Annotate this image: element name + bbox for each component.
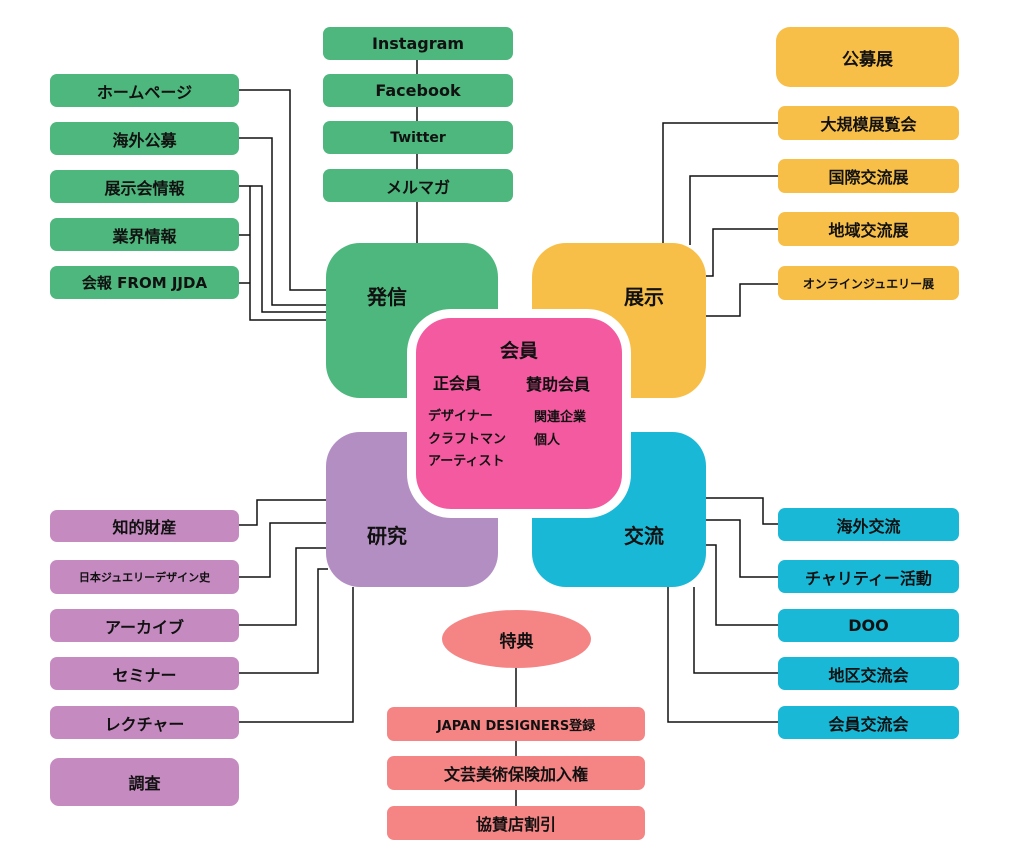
exchange-item-overseas: 海外交流 (778, 508, 959, 541)
benefits-item-discount: 協賛店割引 (387, 806, 645, 840)
hub-title: 会員 (499, 340, 538, 362)
benefits-title: 特典 (442, 610, 591, 668)
exhibit-item-regional: 地域交流展 (778, 212, 959, 246)
benefits-item-registration: JAPAN DESIGNERS登録 (387, 707, 645, 741)
members-hub: 会員 正会員 賛助会員 デザイナー クラフトマン アーティスト 関連企業 個人 (407, 309, 631, 518)
exhibit-item-large-scale: 大規模展覧会 (778, 106, 959, 140)
exhibit-item-international: 国際交流展 (778, 159, 959, 193)
exhibit-item-online: オンラインジュエリー展 (778, 266, 959, 300)
hub-supporting-label: 賛助会員 (526, 375, 591, 394)
publish-item-twitter: Twitter (323, 121, 513, 154)
exhibit-open-call: 公募展 (776, 27, 959, 87)
exchange-item-district: 地区交流会 (778, 657, 959, 690)
research-item-archive: アーカイブ (50, 609, 239, 642)
research-item-lecture: レクチャー (50, 706, 239, 739)
publish-item-bulletin: 会報 FROM JJDA (50, 266, 239, 299)
exchange-item-doo: DOO (778, 609, 959, 642)
publish-item-homepage: ホームページ (50, 74, 239, 107)
hub-regular-type: クラフトマン (428, 432, 507, 447)
research-item-history: 日本ジュエリーデザイン史 (50, 560, 239, 594)
publish-item-exhibition-info: 展示会情報 (50, 170, 239, 203)
publish-item-overseas-calls: 海外公募 (50, 122, 239, 155)
hub-regular-type: デザイナー (428, 409, 493, 424)
publish-item-facebook: Facebook (323, 74, 513, 107)
exchange-item-charity: チャリティー活動 (778, 560, 959, 593)
hub-regular-type: アーティスト (428, 454, 505, 469)
publish-item-industry-info: 業界情報 (50, 218, 239, 251)
exchange-item-members: 会員交流会 (778, 706, 959, 739)
research-item-seminar: セミナー (50, 657, 239, 690)
publish-item-instagram: Instagram (323, 27, 513, 60)
hub-supporting-type: 関連企業 (534, 410, 587, 425)
research-item-survey: 調査 (50, 758, 239, 806)
publish-item-mailmag: メルマガ (323, 169, 513, 202)
hub-supporting-type: 個人 (534, 433, 561, 448)
research-item-ip: 知的財産 (50, 510, 239, 542)
benefits-item-insurance: 文芸美術保険加入権 (387, 756, 645, 790)
hub-regular-label: 正会員 (433, 374, 482, 393)
